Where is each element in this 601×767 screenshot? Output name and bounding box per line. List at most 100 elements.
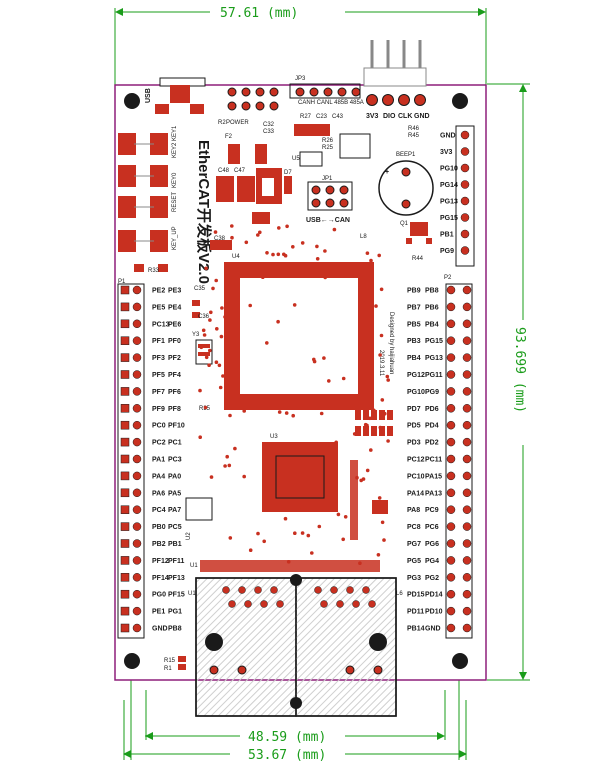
p1-label-b: PG1 — [168, 609, 182, 616]
p1-label-a: PE2 — [152, 288, 165, 295]
jp1-label: JP1 — [322, 176, 333, 182]
via — [218, 385, 223, 390]
via — [261, 275, 265, 280]
via — [291, 413, 296, 418]
p2-pin — [462, 488, 472, 498]
via — [223, 464, 227, 468]
designer-label: Designed by haijiahuan — [388, 312, 394, 374]
via — [378, 353, 382, 357]
ref-l8: L6 — [396, 591, 403, 597]
ref-c23: C33 — [263, 129, 275, 135]
via — [292, 303, 297, 307]
ref-r15: R15 — [164, 658, 176, 664]
p1-label-a: PC4 — [152, 507, 166, 514]
p2-pin — [462, 336, 472, 345]
usb-can-jumper: JP1 USB←→CAN — [306, 176, 353, 224]
p1-label-b: PE6 — [168, 321, 181, 328]
right-header-label: PB1 — [440, 232, 454, 239]
via — [379, 287, 384, 292]
right-header-label: PG14 — [440, 182, 458, 189]
p1-label-a: PE1 — [152, 609, 165, 616]
p2-label-b: PC9 — [425, 507, 439, 514]
p1-pin — [120, 606, 130, 616]
via — [262, 539, 267, 544]
p1-pin — [132, 336, 142, 345]
p1-label-b: PE3 — [168, 288, 181, 295]
p2-pin — [446, 556, 456, 565]
p1-pin — [132, 285, 142, 295]
ref-y3: Y3 — [192, 332, 200, 338]
p1-pin — [132, 589, 142, 599]
via — [248, 303, 252, 308]
p2-label-b: PG15 — [425, 338, 443, 345]
p2-pin — [446, 437, 456, 447]
p1-pin — [120, 623, 130, 633]
p1-pin — [120, 387, 130, 396]
via — [374, 304, 378, 308]
via — [265, 251, 269, 255]
rj45-pin — [238, 586, 246, 594]
right-header-label: PG15 — [440, 215, 458, 222]
p2-label-a: PD7 — [407, 406, 421, 413]
via — [244, 240, 249, 245]
p2-label-b: PA15 — [425, 473, 442, 480]
via — [368, 416, 372, 421]
p2-label-a: PD3 — [407, 440, 421, 447]
via — [220, 306, 224, 310]
via — [217, 363, 222, 368]
p1-pin — [132, 606, 142, 616]
p2-pin — [462, 437, 472, 447]
via — [327, 443, 332, 447]
rj45-pin — [244, 600, 252, 608]
via — [209, 310, 213, 315]
via — [277, 226, 281, 230]
p2-pin — [462, 370, 472, 379]
p2-label-b: PG2 — [425, 575, 439, 582]
p1-label-a: PG0 — [152, 592, 166, 599]
p2-label-a: PG3 — [407, 575, 421, 582]
via — [228, 413, 232, 418]
p2-pin — [446, 454, 456, 464]
p2-pin — [446, 302, 456, 312]
p2-pin — [446, 606, 456, 616]
via — [323, 275, 328, 280]
p1-label-a: PF3 — [152, 355, 165, 362]
via — [228, 536, 233, 540]
buzzer: BEEP1 + — [378, 152, 434, 216]
p2-label-a: PD5 — [407, 423, 421, 430]
via — [293, 531, 297, 535]
p1-label-b: PF6 — [168, 389, 181, 396]
p2-label-b: PB4 — [425, 321, 439, 328]
p1-pin — [132, 454, 142, 464]
via — [323, 249, 327, 253]
p2-pin — [446, 404, 456, 413]
power-section: F2 C48 C47 D7 U5 C32 C33 R27 C23 C43 R26… — [216, 114, 371, 224]
can-labels: CANH CANL 485B 485A — [298, 100, 364, 106]
via — [225, 351, 229, 356]
ref-r26: C23 — [316, 114, 328, 120]
p2-label-b: PD2 — [425, 440, 439, 447]
mounting-hole-tl — [124, 93, 140, 109]
dimension-top: 57.61 (mm) — [114, 6, 487, 85]
ref-r44: R44 — [412, 256, 424, 262]
via — [285, 224, 289, 229]
p1-label-b: PC1 — [168, 440, 182, 447]
p2-pin — [462, 522, 472, 531]
ref-c33: R25 — [322, 145, 334, 151]
via — [315, 244, 319, 249]
p1-pin — [120, 336, 130, 345]
ref-c38: L8 — [360, 234, 367, 240]
p1-label-b: PE4 — [168, 304, 181, 311]
via — [203, 405, 208, 410]
via — [352, 432, 357, 436]
via — [359, 478, 364, 483]
top-header-pin-2: DIO — [383, 113, 396, 120]
right-header-label: GND — [440, 133, 456, 140]
p1-label-a: PF14 — [152, 575, 169, 582]
p1-label-b: PB1 — [168, 541, 182, 548]
key-reset-label: RESET — [172, 192, 178, 212]
ref-u4: U4 — [232, 254, 240, 260]
p2-pin — [462, 573, 472, 582]
